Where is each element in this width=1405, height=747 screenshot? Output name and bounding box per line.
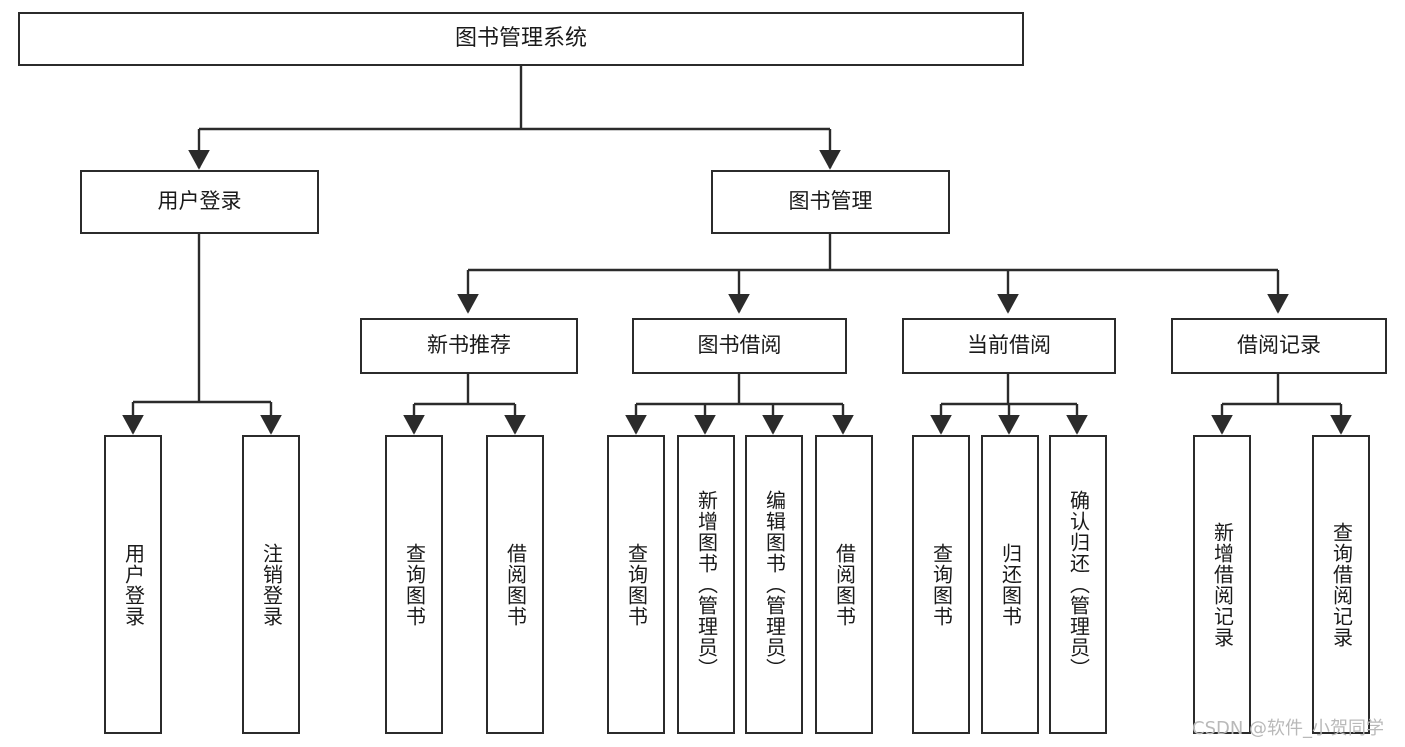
leaf-new-book-borrow[interactable]: 借阅图书 — [486, 435, 544, 734]
node-label: 新增图书（管理员） — [694, 490, 719, 679]
node-root-book-management-system[interactable]: 图书管理系统 — [18, 12, 1024, 66]
leaf-current-borrow-confirm-return[interactable]: 确认归还（管理员） — [1049, 435, 1107, 734]
node-label: 当前借阅 — [967, 333, 1051, 358]
node-label: 注销登录 — [259, 542, 284, 627]
leaf-user-login-logout[interactable]: 注销登录 — [242, 435, 300, 734]
node-label: 查询图书 — [402, 542, 427, 627]
node-borrow-record[interactable]: 借阅记录 — [1171, 318, 1387, 374]
node-label: 用户登录 — [121, 542, 146, 627]
node-label: 用户登录 — [157, 189, 242, 214]
leaf-borrow-record-query[interactable]: 查询借阅记录 — [1312, 435, 1370, 734]
leaf-user-login-login[interactable]: 用户登录 — [104, 435, 162, 734]
node-label: 图书管理 — [788, 189, 873, 214]
leaf-book-borrow-edit[interactable]: 编辑图书（管理员） — [745, 435, 803, 734]
node-label: 图书借阅 — [697, 333, 782, 358]
leaf-borrow-record-add[interactable]: 新增借阅记录 — [1193, 435, 1251, 734]
node-label: 借阅图书 — [503, 542, 528, 627]
csdn-watermark: CSDN @软件_小贺同学 — [1192, 718, 1385, 739]
leaf-book-borrow-add[interactable]: 新增图书（管理员） — [677, 435, 735, 734]
node-current-borrow[interactable]: 当前借阅 — [902, 318, 1116, 374]
leaf-current-borrow-return[interactable]: 归还图书 — [981, 435, 1039, 734]
node-label: 确认归还（管理员） — [1066, 490, 1091, 679]
node-label: 查询借阅记录 — [1329, 521, 1354, 648]
node-new-book-recommend[interactable]: 新书推荐 — [360, 318, 578, 374]
node-user-login[interactable]: 用户登录 — [80, 170, 319, 234]
node-label: 借阅记录 — [1237, 333, 1321, 358]
node-label: 新增借阅记录 — [1210, 521, 1235, 648]
node-book-management[interactable]: 图书管理 — [711, 170, 950, 234]
leaf-book-borrow-borrow[interactable]: 借阅图书 — [815, 435, 873, 734]
node-label: 编辑图书（管理员） — [762, 490, 787, 679]
leaf-current-borrow-query[interactable]: 查询图书 — [912, 435, 970, 734]
node-label: 新书推荐 — [427, 333, 511, 358]
leaf-book-borrow-query[interactable]: 查询图书 — [607, 435, 665, 734]
leaf-new-book-query[interactable]: 查询图书 — [385, 435, 443, 734]
node-label: 借阅图书 — [832, 542, 857, 627]
node-label: 查询图书 — [929, 542, 954, 627]
node-label: 归还图书 — [998, 542, 1023, 627]
node-label: 查询图书 — [624, 542, 649, 627]
node-label: 图书管理系统 — [454, 25, 587, 51]
node-book-borrow[interactable]: 图书借阅 — [632, 318, 847, 374]
